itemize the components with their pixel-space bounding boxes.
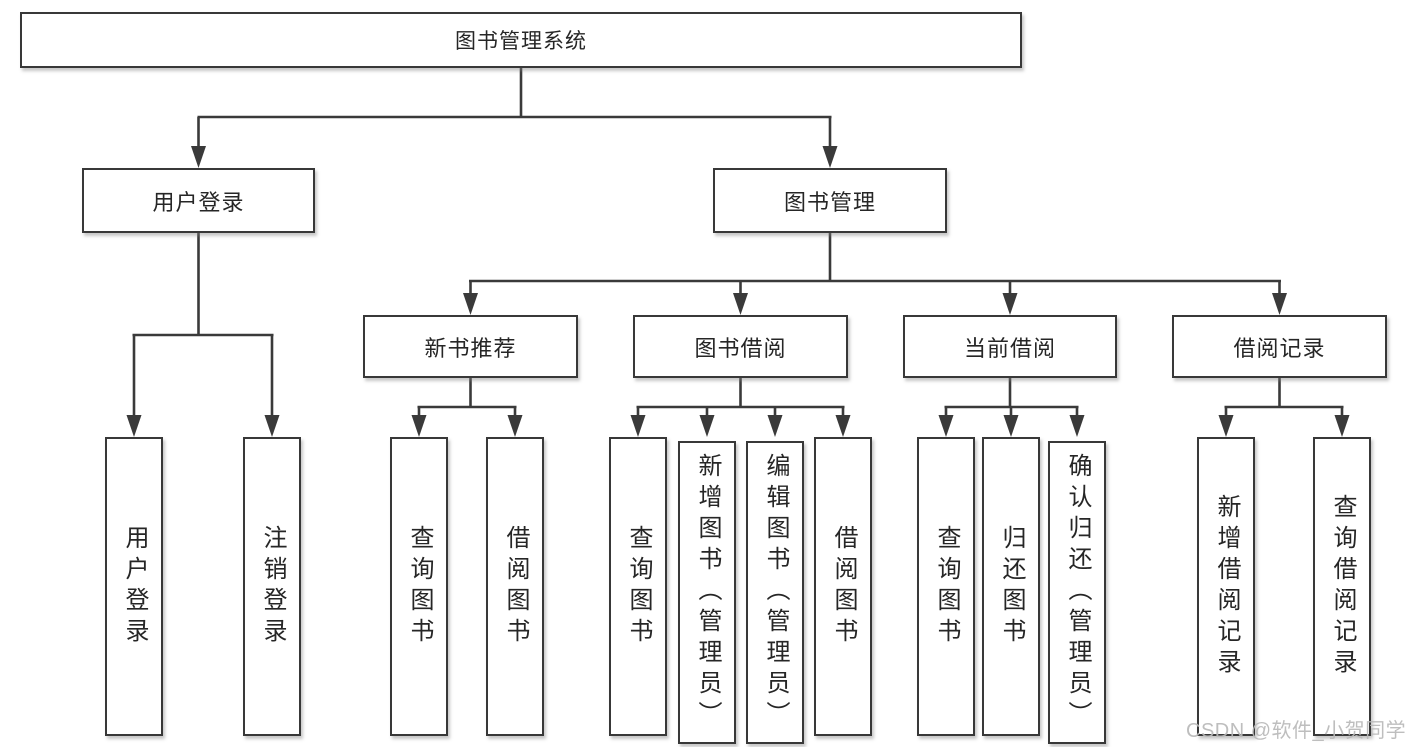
- node-new-book-recommendation: 新书推荐: [363, 315, 578, 378]
- node-borrowing-records: 借阅记录: [1172, 315, 1387, 378]
- node-library-management-system: 图书管理系统: [20, 12, 1022, 68]
- leaf-borrow-books-label: 借阅图书: [830, 524, 857, 649]
- arrowheads: [126, 146, 1350, 437]
- leaf-add-books-admin: 新增图书（管理员）: [678, 441, 736, 744]
- leaf-query-books-recommend: 查询图书: [390, 437, 448, 736]
- leaf-edit-books-admin-label: 编辑图书（管理员）: [762, 453, 789, 732]
- leaf-add-borrow-record: 新增借阅记录: [1197, 437, 1255, 736]
- node-book-borrowing: 图书借阅: [633, 315, 848, 378]
- leaf-confirm-return-admin-label: 确认归还（管理员）: [1064, 453, 1091, 732]
- leaf-confirm-return-admin: 确认归还（管理员）: [1048, 441, 1106, 744]
- leaf-return-books-label: 归还图书: [998, 524, 1025, 649]
- node-book-borrowing-label: 图书借阅: [694, 335, 787, 361]
- leaf-add-borrow-record-label: 新增借阅记录: [1213, 493, 1240, 680]
- leaf-query-books-borrow: 查询图书: [609, 437, 667, 736]
- leaf-query-books-current: 查询图书: [917, 437, 975, 736]
- node-new-book-recommendation-label: 新书推荐: [424, 335, 517, 361]
- leaf-logout-login-label: 注销登录: [259, 524, 286, 649]
- csdn-watermark: CSDN @软件_小贺同学: [1186, 720, 1405, 742]
- node-book-management: 图书管理: [713, 168, 947, 233]
- node-user-login-label: 用户登录: [152, 189, 245, 215]
- node-user-login: 用户登录: [82, 168, 315, 233]
- leaf-query-books-recommend-label: 查询图书: [406, 524, 433, 649]
- node-current-borrowing: 当前借阅: [903, 315, 1117, 378]
- leaf-add-books-admin-label: 新增图书（管理员）: [694, 453, 721, 732]
- node-borrowing-records-label: 借阅记录: [1233, 335, 1326, 361]
- leaf-borrow-books-recommend-label: 借阅图书: [502, 524, 529, 649]
- leaf-user-login: 用户登录: [105, 437, 163, 736]
- leaf-borrow-books-recommend: 借阅图书: [486, 437, 544, 736]
- leaf-query-books-borrow-label: 查询图书: [625, 524, 652, 649]
- leaf-user-login-label: 用户登录: [121, 524, 148, 649]
- leaf-query-borrow-record-label: 查询借阅记录: [1329, 493, 1356, 680]
- leaf-borrow-books: 借阅图书: [814, 437, 872, 736]
- node-book-management-label: 图书管理: [783, 189, 876, 215]
- leaf-logout-login: 注销登录: [243, 437, 301, 736]
- leaf-query-borrow-record: 查询借阅记录: [1313, 437, 1371, 736]
- leaf-query-books-current-label: 查询图书: [933, 524, 960, 649]
- leaf-edit-books-admin: 编辑图书（管理员）: [746, 441, 804, 744]
- leaf-return-books: 归还图书: [982, 437, 1040, 736]
- node-current-borrowing-label: 当前借阅: [963, 335, 1056, 361]
- node-library-management-system-label: 图书管理系统: [455, 30, 587, 53]
